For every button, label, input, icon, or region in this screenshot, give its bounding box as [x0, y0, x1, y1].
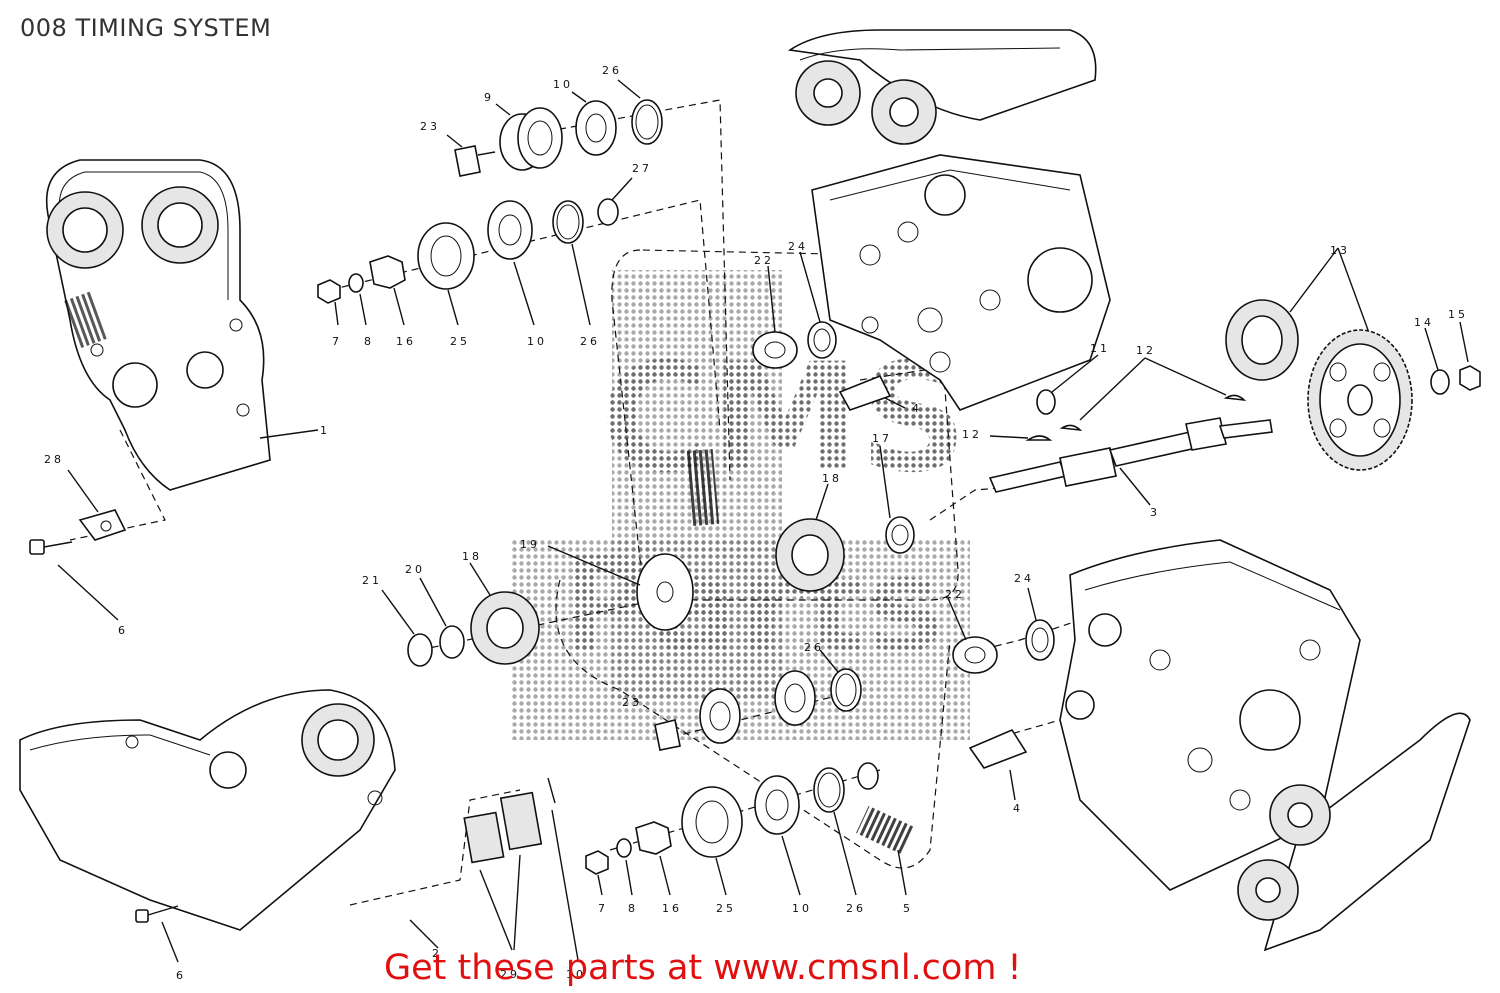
timing-belt-piece — [686, 449, 720, 526]
callout-9: 9 — [484, 91, 494, 104]
callout-11: 11 — [1090, 342, 1110, 355]
page-title: 008 TIMING SYSTEM — [20, 14, 272, 42]
callout-18b: 18 — [462, 550, 482, 563]
callout-7b: 7 — [598, 902, 608, 915]
callout-4b: 4 — [1013, 802, 1023, 815]
callout-21: 21 — [362, 574, 382, 587]
lower-shaft-parts — [654, 619, 1055, 769]
lower-left-pulley-group — [407, 591, 540, 667]
callout-12a: 12 — [1136, 344, 1156, 357]
callout-29: 29 — [500, 968, 520, 981]
callout-18a: 18 — [822, 472, 842, 485]
watermark-line-2: Parts — [560, 529, 943, 681]
callout-12b: 12 — [962, 428, 982, 441]
bolt — [29, 539, 73, 555]
callout-24a: 24 — [788, 240, 808, 253]
callout-17: 17 — [872, 432, 892, 445]
callout-22b: 22 — [945, 588, 965, 601]
callout-7a: 7 — [332, 335, 342, 348]
camshaft — [988, 389, 1273, 493]
callout-20: 20 — [405, 563, 425, 576]
lower-bolt — [135, 905, 179, 923]
callout-22a: 22 — [754, 254, 774, 267]
callout-10a: 10 — [553, 78, 573, 91]
top-shaft-parts — [454, 99, 663, 177]
callout-labels: 1 2 3 4 4 5 6 6 7 7 8 8 9 10 10 10 10 11… — [44, 64, 1468, 982]
bracket-clip — [78, 509, 127, 541]
lower-parts-row — [585, 762, 914, 875]
upper-cylinder-head — [811, 154, 1111, 411]
callout-25a: 25 — [450, 335, 470, 348]
callout-24b: 24 — [1014, 572, 1034, 585]
callout-26a: 26 — [602, 64, 622, 77]
lower-camshaft-cover — [1237, 712, 1471, 952]
sensor-pads — [463, 777, 556, 864]
center-pulleys — [636, 516, 915, 631]
callout-19: 19 — [520, 538, 540, 551]
promo-link[interactable]: Get these parts at www.cmsnl.com ! — [384, 948, 1022, 988]
callout-26b: 26 — [580, 335, 600, 348]
callout-27: 27 — [632, 162, 652, 175]
callout-16b: 16 — [662, 902, 682, 915]
callout-23b: 23 — [622, 696, 642, 709]
callout-6b: 6 — [176, 969, 186, 982]
callout-4a: 4 — [912, 402, 922, 415]
lower-belt-cover — [19, 689, 396, 931]
upper-belt-cover — [46, 159, 271, 491]
callout-8b: 8 — [628, 902, 638, 915]
callout-25b: 25 — [716, 902, 736, 915]
callout-2: 2 — [432, 947, 442, 960]
callout-10b: 10 — [527, 335, 547, 348]
callout-13: 13 — [1330, 244, 1350, 257]
callout-8a: 8 — [364, 335, 374, 348]
callout-10d: 10 — [566, 968, 586, 981]
callout-3: 3 — [1150, 506, 1160, 519]
callout-26c: 26 — [846, 902, 866, 915]
callout-10c: 10 — [792, 902, 812, 915]
callout-16a: 16 — [396, 335, 416, 348]
callout-6a: 6 — [118, 624, 128, 637]
callout-23a: 23 — [420, 120, 440, 133]
upper-camshaft-cover — [787, 29, 1097, 145]
second-shaft-parts — [317, 198, 619, 304]
callout-28: 28 — [44, 453, 64, 466]
callout-26d: 26 — [804, 641, 824, 654]
callout-15: 15 — [1448, 308, 1468, 321]
cam-pulley-gears — [1225, 299, 1481, 471]
callout-14: 14 — [1414, 316, 1434, 329]
callout-1: 1 — [320, 424, 330, 437]
tensioner-parts-upper — [752, 321, 892, 411]
callout-5: 5 — [903, 902, 913, 915]
